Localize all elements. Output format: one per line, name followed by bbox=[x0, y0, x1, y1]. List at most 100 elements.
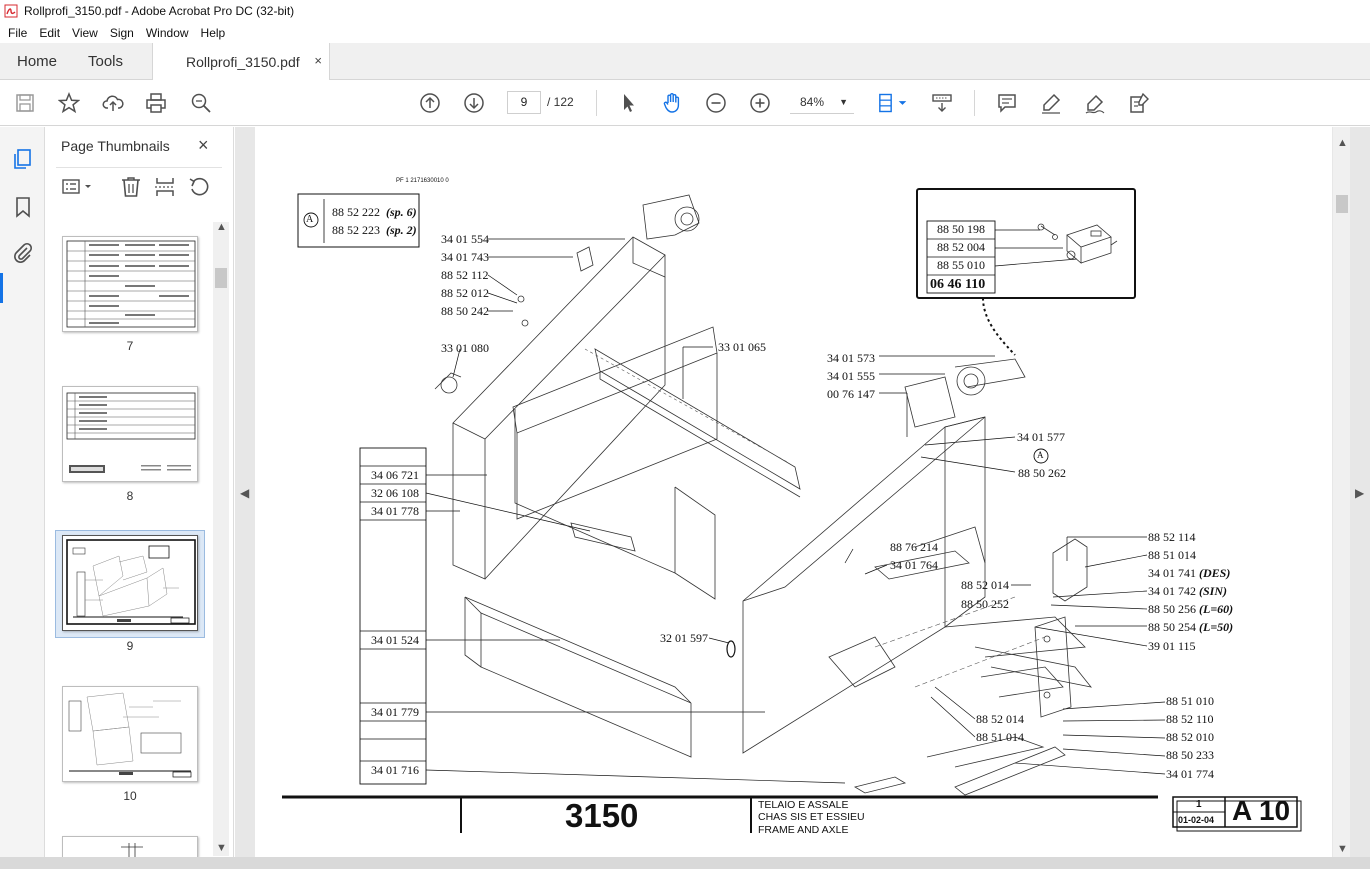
thumbnail-label-10: 10 bbox=[123, 789, 137, 803]
label-32-01-597: 32 01 597 bbox=[660, 631, 708, 645]
panel-title: Page Thumbnails bbox=[61, 138, 170, 154]
thumbnail-scrollbar[interactable]: ▲ ▼ bbox=[213, 221, 229, 856]
next-page-icon[interactable] bbox=[462, 91, 486, 115]
previous-page-icon[interactable] bbox=[418, 91, 442, 115]
table-part-32-06-108: 32 06 108 bbox=[371, 486, 419, 500]
page-fit-icon[interactable] bbox=[876, 91, 912, 115]
doc-scroll-down-icon[interactable]: ▼ bbox=[1337, 843, 1348, 855]
thumbnail-label-9: 9 bbox=[126, 639, 134, 653]
label-88-51-014-lower: 88 51 014 bbox=[976, 730, 1024, 744]
label-88-51-010: 88 51 010 bbox=[1166, 694, 1214, 708]
save-icon[interactable] bbox=[13, 91, 37, 115]
document-scrollbar[interactable]: ▲ ▼ bbox=[1333, 127, 1350, 857]
menu-edit[interactable]: Edit bbox=[39, 25, 61, 40]
delete-trash-icon[interactable] bbox=[119, 175, 143, 199]
sheet-code: A 10 bbox=[1232, 795, 1291, 826]
thumbnail-scroll-thumb[interactable] bbox=[215, 268, 227, 288]
label-88-50-256: 88 50 256 (L=60) bbox=[1148, 602, 1234, 616]
panel-close-icon[interactable]: × bbox=[198, 135, 209, 155]
menu-bar: File Edit View Sign Window Help bbox=[0, 22, 1370, 43]
table-part-34-01-716: 34 01 716 bbox=[371, 763, 419, 777]
zoom-search-icon[interactable] bbox=[189, 91, 213, 115]
sheet-date: 01-02-04 bbox=[1178, 815, 1215, 825]
label-88-52-110: 88 52 110 bbox=[1166, 712, 1214, 726]
inset-part-2: 88 52 004 bbox=[937, 240, 985, 254]
menu-help[interactable]: Help bbox=[200, 25, 226, 40]
highlight-pen-icon[interactable] bbox=[1039, 91, 1063, 115]
label-34-01-774: 34 01 774 bbox=[1166, 767, 1214, 781]
label-88-50-252: 88 50 252 bbox=[961, 597, 1009, 611]
toolbar-divider bbox=[596, 90, 597, 116]
table-part-34-01-778: 34 01 778 bbox=[371, 504, 419, 518]
options-menu-icon[interactable] bbox=[61, 175, 95, 199]
thumbnail-label-7: 7 bbox=[126, 339, 134, 353]
scroll-down-icon[interactable]: ▼ bbox=[216, 842, 227, 854]
tab-document-label: Rollprofi_3150.pdf bbox=[186, 54, 300, 70]
tab-home[interactable]: Home bbox=[17, 53, 58, 70]
tab-close-icon[interactable]: × bbox=[314, 53, 322, 68]
label-a-marker: A bbox=[1037, 450, 1044, 460]
thumbnail-page-9[interactable] bbox=[62, 535, 198, 631]
hand-tool-icon[interactable] bbox=[660, 91, 684, 115]
page-total: / 122 bbox=[547, 95, 574, 109]
status-strip bbox=[0, 857, 1370, 869]
sheet-number: 1 bbox=[1196, 799, 1202, 810]
label-39-01-115: 39 01 115 bbox=[1148, 639, 1196, 653]
doc-scroll-thumb[interactable] bbox=[1336, 195, 1348, 213]
left-navigation-rail bbox=[0, 127, 45, 857]
page-number-input[interactable]: 9 bbox=[507, 91, 541, 114]
panel-divider bbox=[56, 167, 222, 168]
label-88-50-233: 88 50 233 bbox=[1166, 748, 1214, 762]
extract-pages-icon[interactable] bbox=[153, 175, 177, 199]
scrolling-mode-icon[interactable] bbox=[930, 91, 954, 115]
menu-view[interactable]: View bbox=[72, 25, 98, 40]
model-number: 3150 bbox=[565, 797, 639, 834]
label-34-01-577: 34 01 577 bbox=[1017, 430, 1065, 444]
expand-right-panel-icon[interactable]: ▶ bbox=[1355, 486, 1365, 500]
legend-a-row-2: 88 52 223 (sp. 2) bbox=[332, 223, 417, 237]
zoom-level-value: 84% bbox=[800, 95, 825, 109]
collapse-left-panel-icon[interactable]: ◀ bbox=[240, 486, 250, 500]
print-icon[interactable] bbox=[144, 91, 168, 115]
chevron-down-icon: ▼ bbox=[839, 97, 848, 107]
doc-scroll-up-icon[interactable]: ▲ bbox=[1337, 137, 1348, 149]
attachments-paperclip-icon[interactable] bbox=[11, 241, 35, 265]
label-00-76-147: 00 76 147 bbox=[827, 387, 875, 401]
thumbnail-page-7[interactable] bbox=[62, 236, 198, 332]
label-34-01-555: 34 01 555 bbox=[827, 369, 875, 383]
label-88-52-010: 88 52 010 bbox=[1166, 730, 1214, 744]
menu-file[interactable]: File bbox=[8, 25, 28, 40]
label-88-52-014-lower: 88 52 014 bbox=[976, 712, 1024, 726]
thumbnail-page-8[interactable] bbox=[62, 386, 198, 482]
title-bar: Rollprofi_3150.pdf - Adobe Acrobat Pro D… bbox=[0, 0, 1370, 22]
thumbnail-page-11[interactable] bbox=[62, 836, 198, 857]
inset-assembly-code: 06 46 110 bbox=[930, 277, 986, 292]
zoom-in-icon[interactable] bbox=[748, 91, 772, 115]
thumbnail-page-7-preview bbox=[66, 240, 196, 328]
page-thumbnails-icon[interactable] bbox=[11, 147, 35, 171]
upload-cloud-icon[interactable] bbox=[101, 91, 125, 115]
rotate-page-icon[interactable] bbox=[187, 175, 211, 199]
bookmark-star-icon[interactable] bbox=[57, 91, 81, 115]
bookmarks-icon[interactable] bbox=[11, 195, 35, 219]
menu-window[interactable]: Window bbox=[145, 25, 189, 40]
scroll-up-icon[interactable]: ▲ bbox=[216, 221, 227, 233]
title-italian: TELAIO E ASSALE bbox=[758, 799, 849, 811]
label-88-52-114: 88 52 114 bbox=[1148, 530, 1196, 544]
label-88-50-262: 88 50 262 bbox=[1018, 466, 1066, 480]
label-34-01-741: 34 01 741 (DES) bbox=[1148, 566, 1231, 580]
fill-sign-icon[interactable] bbox=[1127, 91, 1151, 115]
draw-sign-icon[interactable] bbox=[1083, 91, 1107, 115]
legend-a-row-1: 88 52 222 (sp. 6) bbox=[332, 205, 417, 219]
tab-tools[interactable]: Tools bbox=[88, 53, 124, 70]
thumbnail-label-8: 8 bbox=[126, 489, 134, 503]
zoom-out-icon[interactable] bbox=[704, 91, 728, 115]
menu-sign[interactable]: Sign bbox=[109, 25, 134, 40]
comment-icon[interactable] bbox=[995, 91, 1019, 115]
select-cursor-icon[interactable] bbox=[617, 91, 641, 115]
tab-document[interactable]: Rollprofi_3150.pdf × bbox=[152, 43, 330, 81]
label-34-01-742: 34 01 742 (SIN) bbox=[1148, 584, 1228, 598]
thumbnail-page-10[interactable] bbox=[62, 686, 198, 782]
label-33-01-065: 33 01 065 bbox=[718, 340, 766, 354]
zoom-level-select[interactable]: 84% ▼ bbox=[790, 91, 854, 114]
